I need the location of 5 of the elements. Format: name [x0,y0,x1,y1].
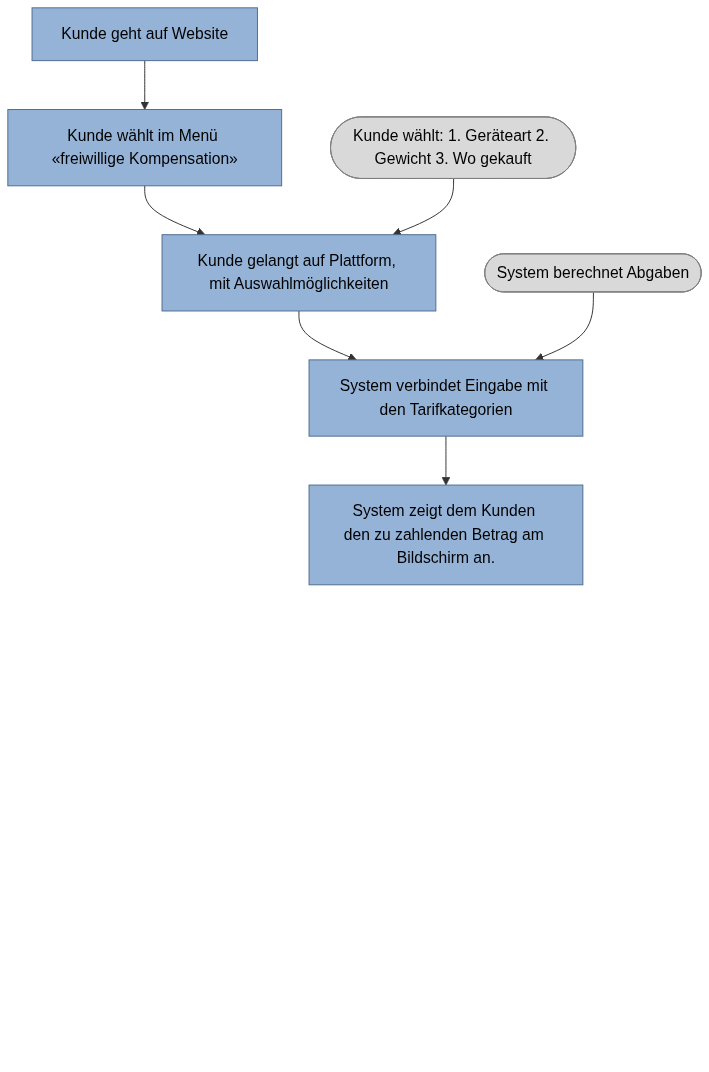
node-box: System verbindet Eingabe mit den Tarifkategorien [308,359,584,437]
node-box: Kunde wählt im Menü «freiwillige Kompensation» [7,109,283,187]
node-box: Kunde gelangt auf Plattform, mit Auswahlmöglichkeiten [161,234,437,312]
node-box: Kunde geht auf Website [31,7,258,62]
node-box: System zeigt dem Kunden den zu zahlenden Betrag am Bildschirm an. [308,484,584,586]
